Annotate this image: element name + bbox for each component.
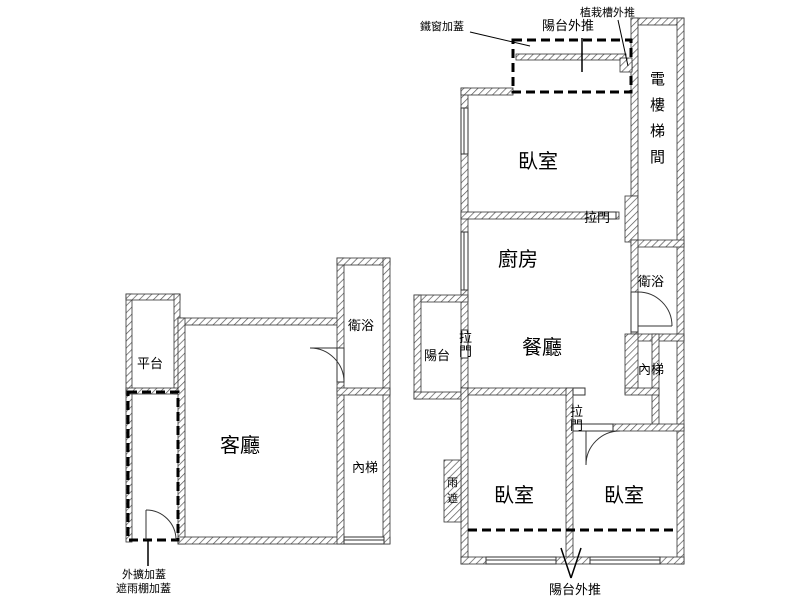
label-slide-door-left-2: 門 <box>459 345 472 360</box>
label-rain-shelter-2: 遮 <box>447 491 458 505</box>
room-label-kitchen: 廚房 <box>498 247 538 271</box>
room-label-bath-right: 衛浴 <box>638 275 664 290</box>
bottom-balcony-dashed <box>468 528 677 579</box>
label-slide-door-top: 拉門 <box>584 211 610 226</box>
room-label-bath-left: 衛浴 <box>348 319 374 334</box>
annotation-iron-window-cover: 鐵窗加蓋 <box>420 19 464 33</box>
label-slide-door-bottom-2: 門 <box>570 419 583 434</box>
annotation-balcony-extend-top: 陽台外推 <box>542 19 594 34</box>
label-slide-door-bottom-1: 拉 <box>570 405 583 420</box>
left-unit-walls <box>125 257 391 545</box>
label-rain-shelter-1: 雨 <box>447 476 458 489</box>
room-label-bedroom-bottom-right: 臥室 <box>604 483 644 507</box>
room-label-platform: 平台 <box>137 357 163 372</box>
room-label-elevator-stair-4: 間 <box>650 148 665 166</box>
room-label-elevator-stair-1: 電 <box>650 70 665 88</box>
right-unit-openings <box>460 107 673 565</box>
room-label-elevator-stair-2: 樓 <box>650 96 665 114</box>
top-balcony-dashed <box>469 19 633 94</box>
room-label-dining: 餐廳 <box>522 335 562 359</box>
left-unit-openings <box>309 347 385 545</box>
annotation-planter-extend: 植栽槽外推 <box>580 5 635 19</box>
room-label-bedroom-top: 臥室 <box>518 149 558 173</box>
room-label-elevator-stair-3: 梯 <box>650 122 665 140</box>
annotation-rain-canopy-cover: 遮雨棚加蓋 <box>116 581 171 595</box>
room-label-inner-stair-left: 內梯 <box>352 461 378 476</box>
room-label-balcony-left: 陽台 <box>424 349 450 364</box>
annotation-balcony-extend-bottom: 陽台外推 <box>549 583 601 598</box>
room-label-inner-stair-right: 內梯 <box>638 363 664 378</box>
room-label-bedroom-bottom-left: 臥室 <box>494 483 534 507</box>
left-extension-dashed <box>126 390 180 566</box>
label-slide-door-left-1: 拉 <box>459 331 472 346</box>
annotation-extend-cover: 外擴加蓋 <box>122 567 166 581</box>
room-label-living-room: 客廳 <box>220 433 260 457</box>
